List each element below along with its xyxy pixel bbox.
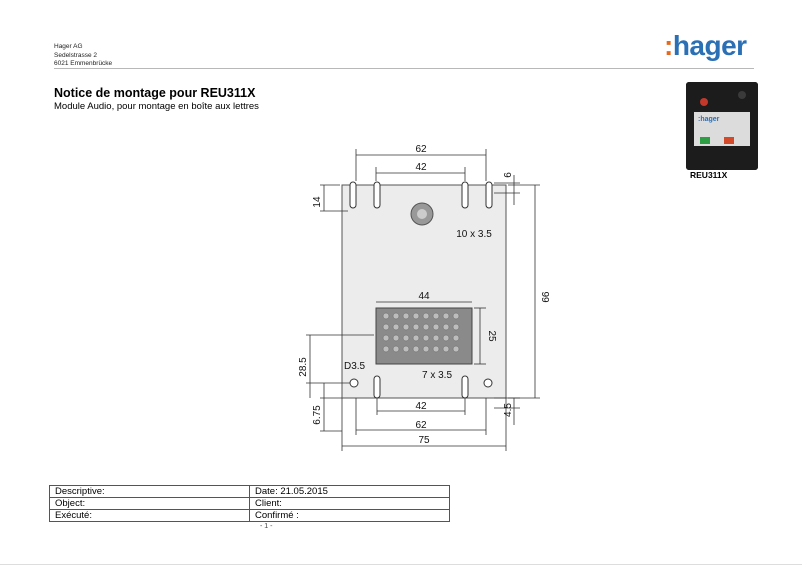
client-cell: Client: — [249, 497, 450, 510]
dim-width: 75 — [418, 435, 430, 446]
page-number: - 1 - — [260, 523, 273, 530]
table-row: Exécuté: Confirmé : — [49, 509, 450, 522]
confirme-cell: Confirmé : — [249, 509, 450, 522]
dim-bottom-inner: 42 — [415, 401, 427, 412]
table-row: Descriptive: Date: 21.05.2015 — [49, 485, 450, 498]
table-row: Object: Client: — [49, 497, 450, 510]
dim-grille-width: 44 — [418, 291, 430, 302]
address-line: Sedelstrasse 2 — [54, 51, 97, 59]
dim-left-edge: 6.75 — [312, 405, 323, 425]
dim-right-top: 6 — [503, 172, 514, 178]
slot-bottom-label: 7 x 3.5 — [422, 370, 452, 381]
hager-logo: :hager — [664, 30, 747, 61]
product-photo-icon: :hager — [686, 82, 758, 170]
product-label: REU311X — [690, 170, 728, 180]
address-line: 6021 Emmenbrücke — [54, 60, 113, 67]
dim-left-bottom: 28.5 — [298, 357, 309, 377]
svg-text::hager: :hager — [698, 116, 720, 123]
footer-divider — [0, 564, 802, 565]
descriptive-cell: Descriptive: — [49, 485, 250, 498]
dim-top-inner: 42 — [415, 162, 427, 173]
technical-drawing: 62 42 14 6 10 x 3.5 99 44 25 D3.5 7 x 3.… — [298, 144, 550, 451]
header-divider — [54, 68, 754, 69]
company-address: Hager AG Sedelstrasse 2 6021 Emmenbrücke — [54, 43, 112, 69]
dim-left-top: 14 — [312, 196, 323, 208]
date-cell: Date: 21.05.2015 — [249, 485, 450, 498]
page-title: Notice de montage pour REU311X — [54, 86, 256, 100]
dim-height: 99 — [539, 291, 550, 303]
address-line: Hager AG — [54, 43, 83, 50]
page-subtitle: Module Audio, pour montage en boîte aux … — [54, 101, 259, 112]
hole-label: D3.5 — [344, 361, 366, 372]
execute-cell: Exécuté: — [49, 509, 250, 522]
dim-right-edge: 4.5 — [503, 403, 514, 417]
object-cell: Object: — [49, 497, 250, 510]
info-table: Descriptive: Date: 21.05.2015 Object: Cl… — [49, 485, 450, 522]
slot-top-label: 10 x 3.5 — [456, 229, 492, 240]
dim-bottom-outer: 62 — [415, 420, 427, 431]
dim-grille-height: 25 — [486, 330, 497, 342]
dim-top-outer: 62 — [415, 144, 427, 155]
logo-text: hager — [672, 30, 747, 61]
